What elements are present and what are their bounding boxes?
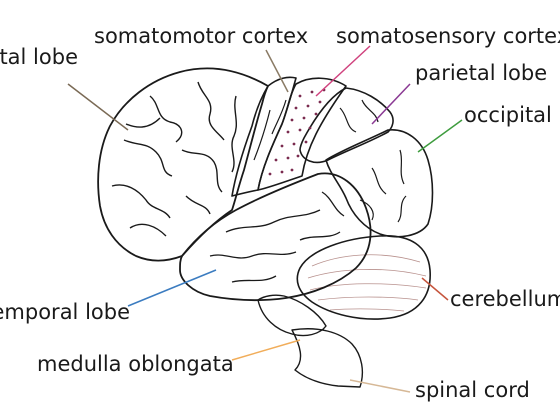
leader-spinal bbox=[349, 379, 411, 393]
label-frontal-lobe: frontal lobe bbox=[0, 45, 78, 69]
cerebellum-folia bbox=[307, 254, 427, 312]
somatomotor-sulci bbox=[253, 99, 287, 161]
leader-frontal bbox=[67, 83, 129, 131]
label-spinal-cord: spinal cord bbox=[415, 378, 530, 402]
leader-parietal bbox=[371, 83, 411, 125]
cerebellum-region bbox=[296, 235, 431, 320]
leader-medulla bbox=[231, 339, 301, 361]
label-temporal-lobe: temporal lobe bbox=[0, 300, 130, 324]
label-medulla-oblongata: medulla oblongata bbox=[37, 352, 234, 376]
leader-cerebellum bbox=[421, 277, 449, 301]
label-parietal-lobe: parietal lobe bbox=[415, 61, 547, 85]
temporal-lobe-region bbox=[179, 172, 372, 302]
leader-temporal bbox=[127, 269, 217, 307]
parietal-lobe-region bbox=[299, 87, 394, 164]
medulla-oblongata-region bbox=[257, 294, 327, 337]
temporal-sulci bbox=[209, 191, 345, 283]
leader-somatosensory bbox=[315, 45, 371, 97]
label-somatosensory-cortex: somatosensory cortex bbox=[336, 24, 560, 48]
leader-somatomotor bbox=[265, 49, 289, 93]
somatomotor-cortex-region bbox=[231, 76, 297, 197]
label-somatomotor-cortex: somatomotor cortex bbox=[94, 24, 308, 48]
occipital-lobe-region bbox=[325, 129, 434, 238]
leader-occipital bbox=[417, 119, 463, 153]
somatosensory-dots bbox=[268, 88, 326, 176]
frontal-lobe-region bbox=[97, 67, 269, 262]
parietal-sulci bbox=[339, 99, 379, 133]
label-cerebellum: cerebellum bbox=[450, 287, 560, 311]
spinal-cord-region bbox=[291, 328, 364, 388]
label-occipital-lobe: occipital lobe bbox=[464, 103, 560, 127]
frontal-gyri bbox=[111, 81, 237, 237]
